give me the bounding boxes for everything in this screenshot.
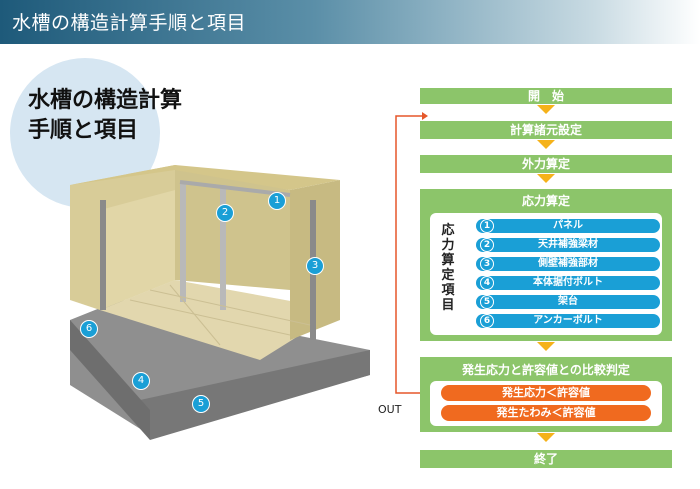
tank-badge-6: 6 [80, 320, 98, 338]
base-side [70, 320, 150, 440]
flow-end: 終了 [420, 450, 672, 468]
flow-step-stress: 応力算定 [521, 194, 570, 208]
stress-items-vertical-label: 応 力 算 定 項 目 [441, 223, 455, 313]
section-title: 水槽の構造計算 手順と項目 [28, 86, 182, 146]
flow-arrow-icon [537, 174, 555, 183]
roof [70, 165, 340, 190]
base-front [140, 350, 370, 440]
flow-arrow-icon [537, 105, 555, 114]
tank-badge-5: 5 [192, 395, 210, 413]
beam-vertical [180, 182, 186, 302]
flow-step-compare-panel: 発生応力と許容値との比較判定 発生応力＜許容値 発生たわみ＜許容値 [420, 357, 672, 432]
compare-box: 発生応力＜許容値 発生たわみ＜許容値 [430, 381, 662, 426]
flow-arrow-icon [537, 140, 555, 149]
out-loop [395, 112, 428, 394]
front-wall [100, 190, 175, 310]
flow-step-compare: 発生応力と許容値との比較判定 [462, 363, 630, 377]
flow-arrow-icon [537, 433, 555, 442]
section-title-line1: 水槽の構造計算 [28, 88, 183, 113]
flow-step-external-force: 外力算定 [420, 155, 672, 173]
page-title: 水槽の構造計算手順と項目 [12, 12, 247, 34]
back-wall [175, 165, 290, 290]
flow-start: 開 始 [420, 88, 672, 104]
tank-badge-2: 2 [216, 204, 234, 222]
condition-stress: 発生応力＜許容値 [441, 385, 651, 401]
tank-badge-1: 1 [268, 192, 286, 210]
flow-step-params: 計算諸元設定 [420, 121, 672, 139]
flow-arrow-icon [537, 342, 555, 351]
tank-svg [70, 165, 370, 440]
header-bar: 水槽の構造計算手順と項目 [0, 0, 700, 44]
tank-badge-3: 3 [306, 257, 324, 275]
condition-deflection: 発生たわみ＜許容値 [441, 405, 651, 421]
section-title-line2: 手順と項目 [28, 118, 139, 143]
beam-vertical-2 [220, 185, 226, 310]
tank-illustration: 1 2 3 4 5 6 [40, 160, 370, 450]
side-rib [100, 200, 106, 310]
tank-badge-4: 4 [132, 372, 150, 390]
out-label: OUT [378, 403, 402, 416]
